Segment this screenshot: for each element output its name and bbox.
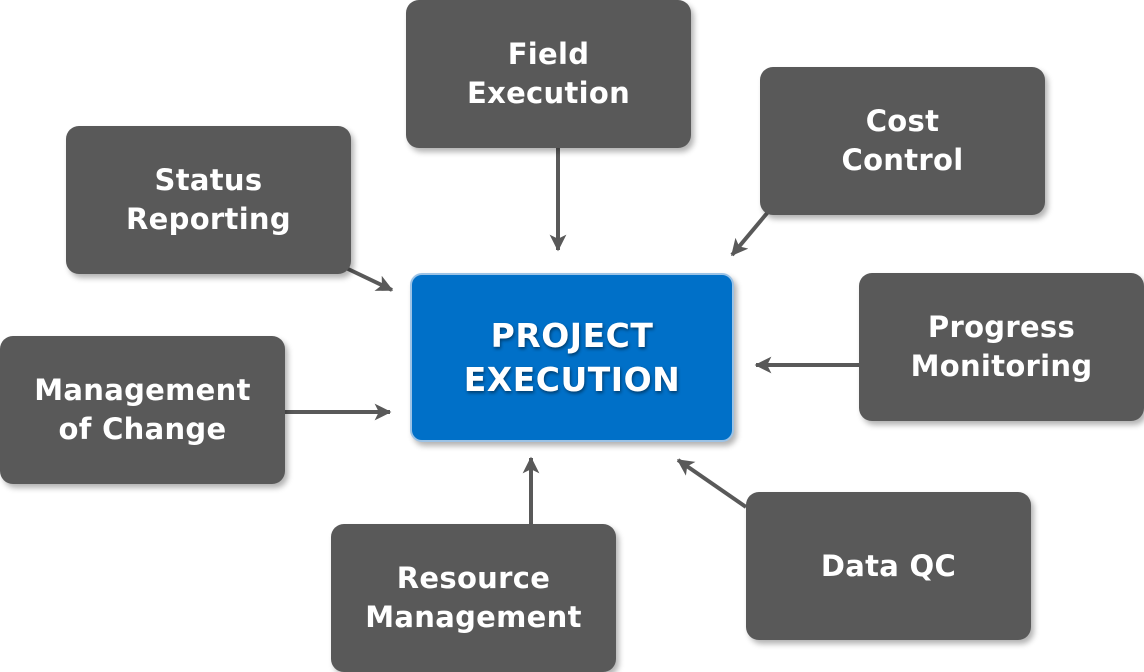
project-execution-label: PROJECT EXECUTION <box>463 315 681 399</box>
progress-monitoring-label: Progress Monitoring <box>910 310 1093 383</box>
resource-management-label: Resource Management <box>365 561 582 634</box>
arrow-cost-to-center <box>730 210 770 257</box>
data-qc-label: Data QC <box>820 548 957 583</box>
status-reporting-node: Status Reporting <box>66 126 351 274</box>
project-execution-center-node: PROJECT EXECUTION <box>410 273 734 442</box>
management-of-change-label: Management of Change <box>34 373 251 446</box>
cost-control-node: Cost Control <box>760 67 1045 215</box>
management-of-change-node: Management of Change <box>0 336 285 484</box>
field-execution-label: Field Execution <box>466 37 631 110</box>
arrow-data-to-center <box>676 458 748 509</box>
arrow-status-to-center <box>345 266 394 292</box>
data-qc-node: Data QC <box>746 492 1031 640</box>
progress-monitoring-node: Progress Monitoring <box>859 273 1144 421</box>
field-execution-node: Field Execution <box>406 0 691 148</box>
resource-management-node: Resource Management <box>331 524 616 672</box>
cost-control-label: Cost Control <box>841 104 964 177</box>
status-reporting-label: Status Reporting <box>126 163 291 236</box>
